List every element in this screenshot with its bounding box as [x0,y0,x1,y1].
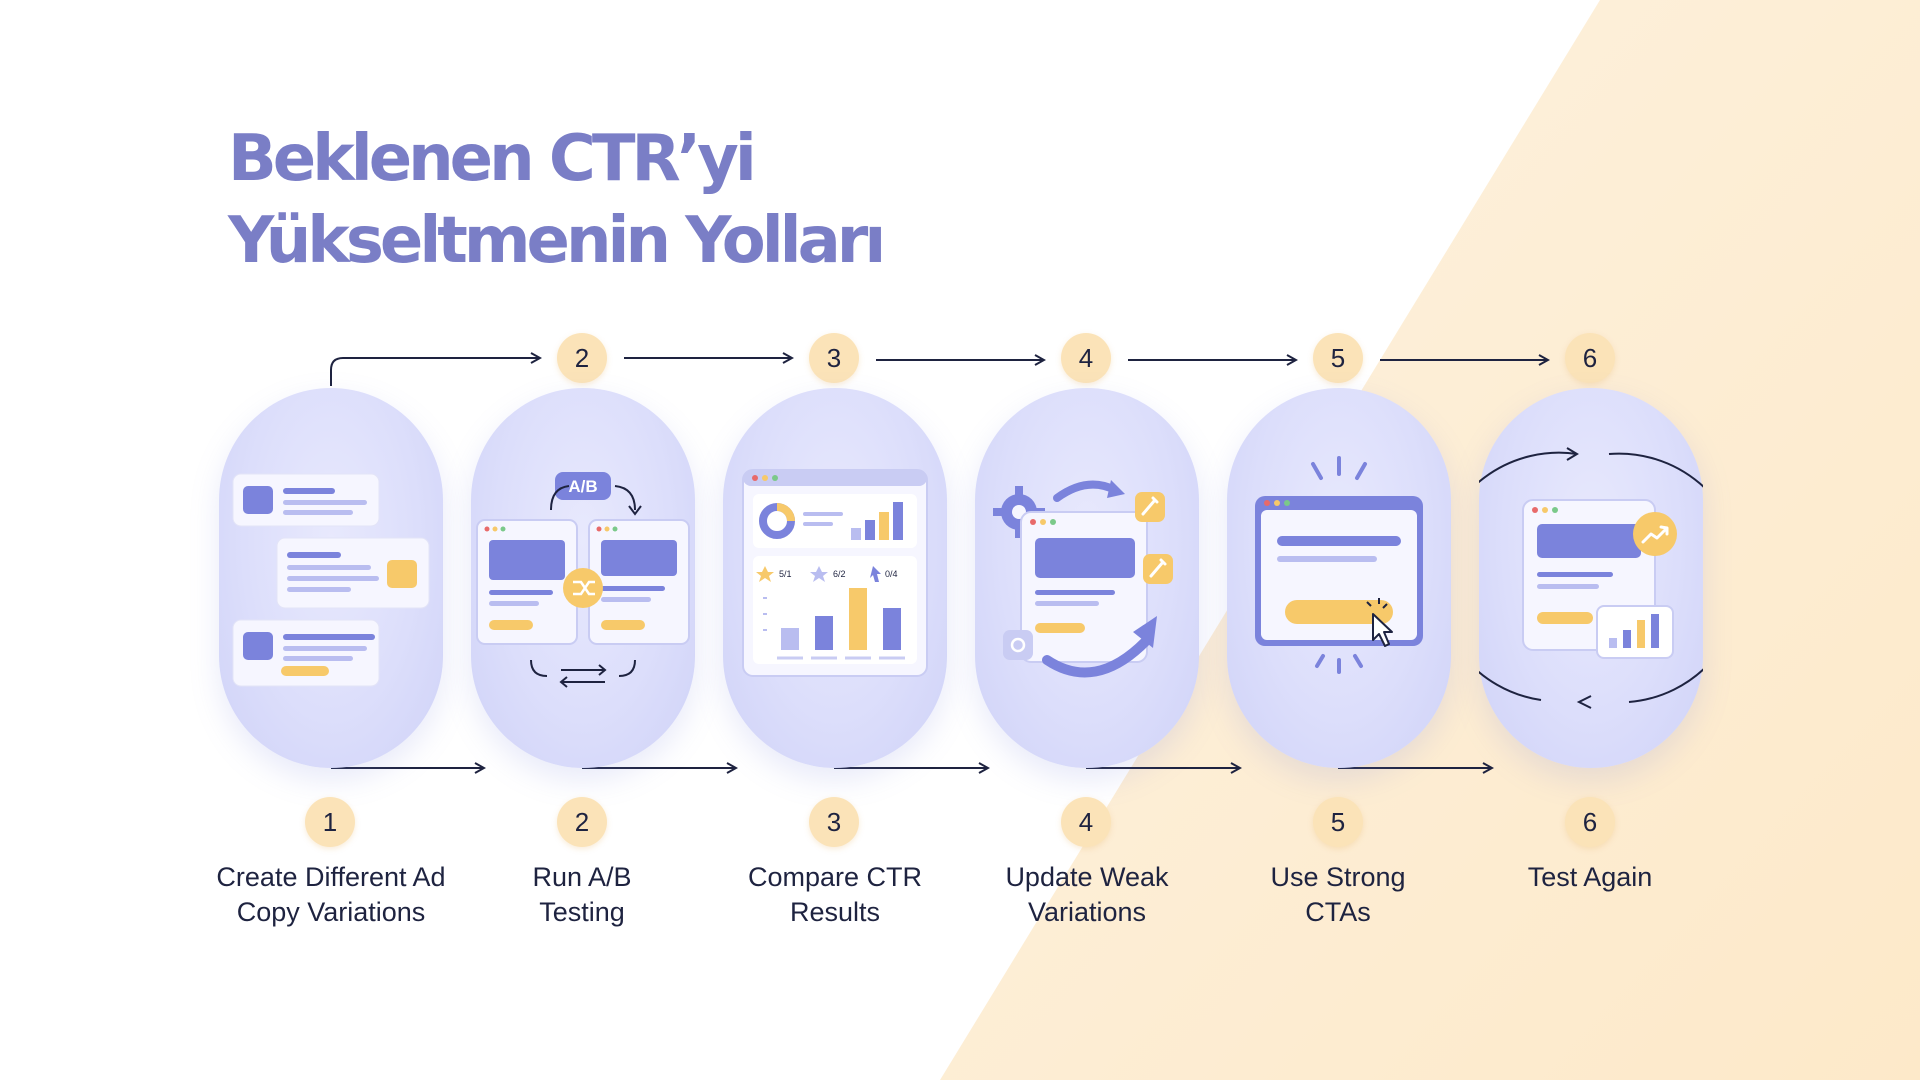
update-page-icon [993,480,1173,678]
arrow-top-1 [330,358,540,386]
step-1-badge: 1 [305,797,355,847]
step-4-card [975,388,1199,768]
step-4-label: Update Weak Variations [1005,862,1169,927]
step-2-label: Run A/B Testing [532,862,632,927]
step-5-label: Use Strong CTAs [1270,862,1406,927]
retest-cycle-icon [1479,447,1703,709]
ctr-dashboard-icon: 5/1 6/2 0/4 [742,469,928,677]
ctr-stat-2: 6/2 [833,569,846,579]
step-2-badge: 2 [557,797,607,847]
step-2-card: A/B [471,388,695,768]
step-2-top-badge: 2 [557,333,607,383]
cta-click-icon [1255,456,1423,674]
step-5-card [1227,388,1451,768]
step-4-badge: 4 [1061,797,1111,847]
ab-label: A/B [568,477,597,496]
ab-testing-icon: A/B [476,472,690,688]
ad-copy-variations-icon [232,473,430,687]
step-1-card [219,388,443,768]
step-4-top-badge: 4 [1061,333,1111,383]
step-3-badge: 3 [809,797,859,847]
ctr-stat-3: 0/4 [885,569,898,579]
step-5-top-badge: 5 [1313,333,1363,383]
title-line-1: Beklenen CTR’yi [228,122,757,196]
step-6-label: Test Again [1527,862,1653,892]
title-line-2: Yükseltmenin Yolları [228,204,886,278]
step-3-label: Compare CTR Results [747,862,923,927]
step-5-badge: 5 [1313,797,1363,847]
step-3-top-badge: 3 [809,333,859,383]
ctr-stat-1: 5/1 [779,569,792,579]
step-1-label: Create Different Ad Copy Variations [216,862,446,927]
step-6-top-badge: 6 [1565,333,1615,383]
step-3-card: 5/1 6/2 0/4 [723,388,947,768]
step-6-card [1479,388,1703,768]
page-title: Beklenen CTR’yi Yükseltmenin Yolları [228,118,886,282]
step-6-badge: 6 [1565,797,1615,847]
